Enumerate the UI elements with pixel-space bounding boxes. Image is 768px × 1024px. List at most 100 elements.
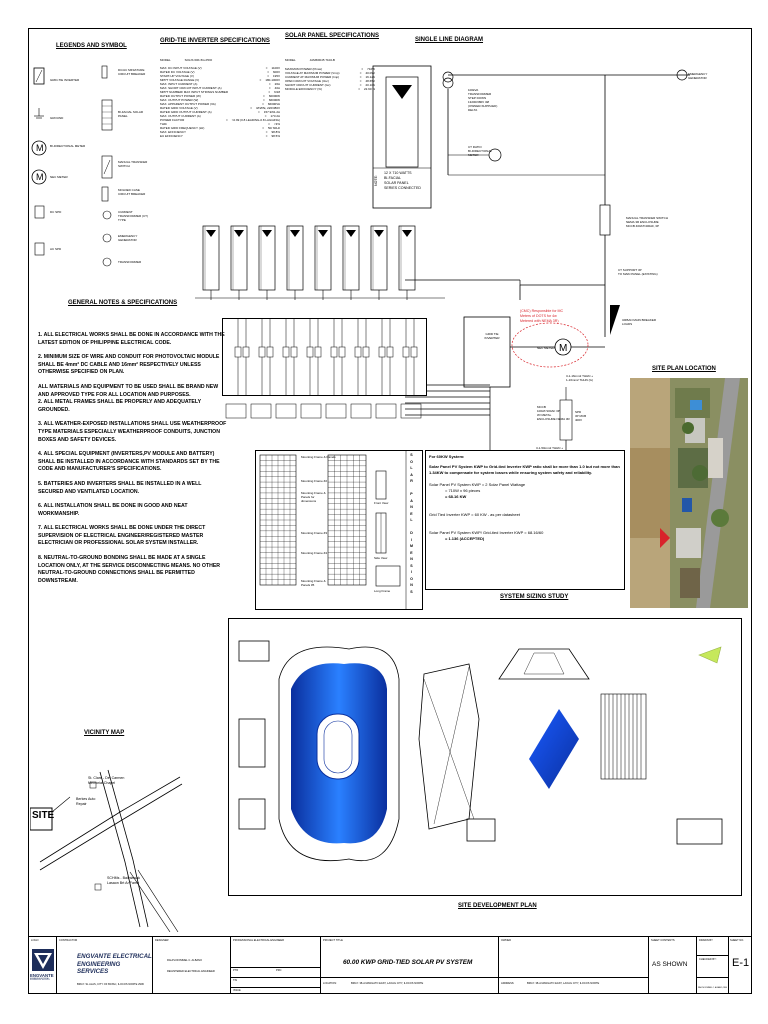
spec-value-wrap: =60000W (263, 94, 280, 98)
spec-row: MAX. DC INPUT VOLTAGE (V)=1100V (160, 66, 280, 70)
sld-text: 3-1-50mm2 THHN + (536, 446, 564, 450)
spec-label: THDi (160, 122, 167, 126)
spec-label: POWER FACTOR (160, 118, 185, 122)
spec-row: OPEN CIRCUIT VOLTAGE (Voc)=48.65V (285, 79, 375, 83)
equals-sign: = (265, 130, 268, 134)
dim-label: Long Frame (374, 589, 391, 593)
vicinity-label: SCHMs - Balintawak Lasaon Brt Ar Fame (107, 876, 140, 885)
spec-value: 50/ 60Hz (267, 126, 280, 130)
spec-label: MODULE EFFICIENCY (%) (285, 87, 322, 91)
spec-value-wrap: =>0.99 (0.8 LEADING-0.8 LAGGING) (226, 118, 280, 122)
spec-label: SHORT CIRCUIT CURRENT (Isc) (285, 83, 331, 87)
site-plan-title: SITE PLAN LOCATION (652, 366, 716, 372)
sld-text: 400V (575, 418, 583, 422)
spec-value-wrap: =20.10A (360, 83, 375, 87)
equals-sign: = (359, 83, 362, 87)
equals-sign: = (358, 87, 360, 91)
tb-logo-cell: LOGO ENGVANTE ENGVANTE ELECTRICAL ENGINE… (29, 937, 57, 993)
site-development-plan (228, 618, 742, 896)
company-address: BRGY. SL ALAS, CITY OF BATAC, ILOCOS NOR… (77, 983, 144, 986)
spec-row: RATED DC VOLTAGE (V)=600V (160, 70, 280, 74)
vertical-title-letter: P (410, 492, 413, 496)
sld-text: (OWNER-SUPPLIED) (468, 104, 498, 108)
pv-string (202, 225, 220, 300)
mts-text: MANUAL TRANSFER SWITCH NEMA 3R ENCLOSURE… (626, 216, 668, 228)
legend-item: DC SPD (50, 210, 62, 214)
spec-label: MAXIMUM POWER (Pmax) (285, 67, 323, 71)
vertical-title-letter: D (410, 531, 413, 535)
pv-string (370, 225, 388, 300)
dc-breaker-box (350, 403, 372, 419)
system-sizing-box: For 60KW System: Solar Panel PV System K… (425, 450, 625, 590)
sheet-number: E-1 (732, 957, 750, 969)
equals-sign: = (359, 79, 362, 83)
spec-value-wrap: =710W (361, 67, 375, 71)
vertical-title-letter: R (410, 479, 413, 483)
tb-ptr: PTR (233, 969, 239, 972)
tb-owner-cell: OWNER ADDRESS: BRGY. 38-A MANGATO EAST, … (499, 937, 649, 993)
tb-sheet-contents-cell: SHEET CONTENTS AS SHOWN (649, 937, 697, 993)
spec-row: THDi=<3% (160, 122, 280, 126)
spec-label: RATED GRID VOLTAGE (V) (160, 106, 198, 110)
spec-value-wrap: =22.90 % (358, 87, 375, 91)
spec-label: MAX. OUTPUT CURRENT (A) (160, 114, 201, 118)
spec-row: MAX. SHORT CIRCUIT INPUT CURRENT (A)=40A (160, 86, 280, 90)
pv-string (258, 225, 276, 300)
sld-text: 1-16mm2 THHN (G) (566, 378, 593, 382)
legend-item: DC/AC MINIATURE CIRCUIT BREAKER (118, 68, 146, 76)
sld-text: MCCB (537, 405, 546, 409)
sld-text: CT SUPPORT 3P (618, 268, 642, 272)
inverter-label: GRID TIE INVERTER (472, 332, 512, 340)
tb-contractor-cell: CONTRACTOR ENGVANTE ELECTRICAL ENGINEERI… (57, 937, 153, 993)
tb-address: BRGY. 38-A MANGATO EAST, LAOAG CITY, ILO… (527, 982, 600, 985)
spec-value: 157.9/91.2A (263, 110, 280, 114)
spec-value: 66000W (268, 98, 280, 102)
vertical-title-letter: S (410, 563, 413, 568)
spec-row: EU EFFICIENCY=98.5% (160, 134, 280, 138)
dim-label: Mounting Frame #4 (301, 551, 328, 555)
spec-row: RATED GRID FREQUENCY (Hz)=50/ 60Hz (160, 126, 280, 130)
site-development-title: SITE DEVELOPMENT PLAN (458, 903, 537, 909)
spec-value: 180-1000V (265, 78, 280, 82)
red-note: (CMC) Responsible for MC Meters of DOTS … (520, 309, 563, 324)
pv-string (398, 225, 416, 300)
dim-label: Side View (374, 556, 388, 560)
vicinity-site-label: SITE (32, 810, 55, 821)
panel-detail-drawing (372, 65, 432, 209)
spec-value-wrap: =50/ 60Hz (262, 126, 280, 130)
equals-sign: = (361, 67, 364, 71)
spec-row: RATED OUTPUT POWER (W)=60000W (160, 94, 280, 98)
spec-value: 710W (367, 67, 375, 71)
sizing-line: Solar Panel PV System KWP/ Grid-tied Inv… (429, 530, 544, 535)
spec-value: 26A (274, 82, 280, 86)
sld-text: Metered with NEMA 3R) (520, 319, 559, 323)
sizing-line: = 68.16 KW (445, 494, 467, 499)
spec-label: MAX. SHORT CIRCUIT INPUT CURRENT (A) (160, 86, 222, 90)
dc-breaker-box (400, 403, 422, 419)
string-fuse-group (378, 319, 394, 395)
spec-row: POWER FACTOR =>0.99 (0.8 LEADING-0.8 LAGG… (160, 118, 280, 122)
spec-label: MAX. APPARENT OUTPUT POWER (VA) (160, 102, 216, 106)
equals-sign: = (262, 126, 264, 130)
spec-value: 3/N/PE, 220/380V (255, 106, 280, 110)
spec-value-wrap: =98.8% (266, 130, 280, 134)
spec-value-wrap: =173.2A (265, 114, 280, 118)
equals-sign: = (259, 78, 262, 82)
inverter-specs-title: GRID-TIE INVERTER SPECIFICATIONS (160, 38, 270, 44)
sld-text: STEP DOWN (468, 96, 487, 100)
panel-note-lines: 12 X 710 WATTS BI-FACIAL SOLAR PANEL SER… (384, 171, 421, 191)
sld-text: DELTA (468, 108, 478, 112)
vicinity-label: St. Clare - Del Carmen Memorial Chapel (88, 776, 125, 785)
combiner-drawing (234, 319, 418, 395)
logo-text: ENGVANTE (30, 973, 54, 978)
pv-string (230, 225, 248, 300)
string-fuse-group (306, 319, 322, 395)
spec-value-wrap: =26A (269, 82, 280, 86)
equals-sign: = (250, 106, 252, 110)
tb-label: DRAWN BY (699, 939, 713, 942)
spec-value: 98.8% (271, 130, 280, 134)
title-block: LOGO ENGVANTE ENGVANTE ELECTRICAL ENGINE… (28, 936, 752, 994)
spec-value: 40A (274, 86, 280, 90)
